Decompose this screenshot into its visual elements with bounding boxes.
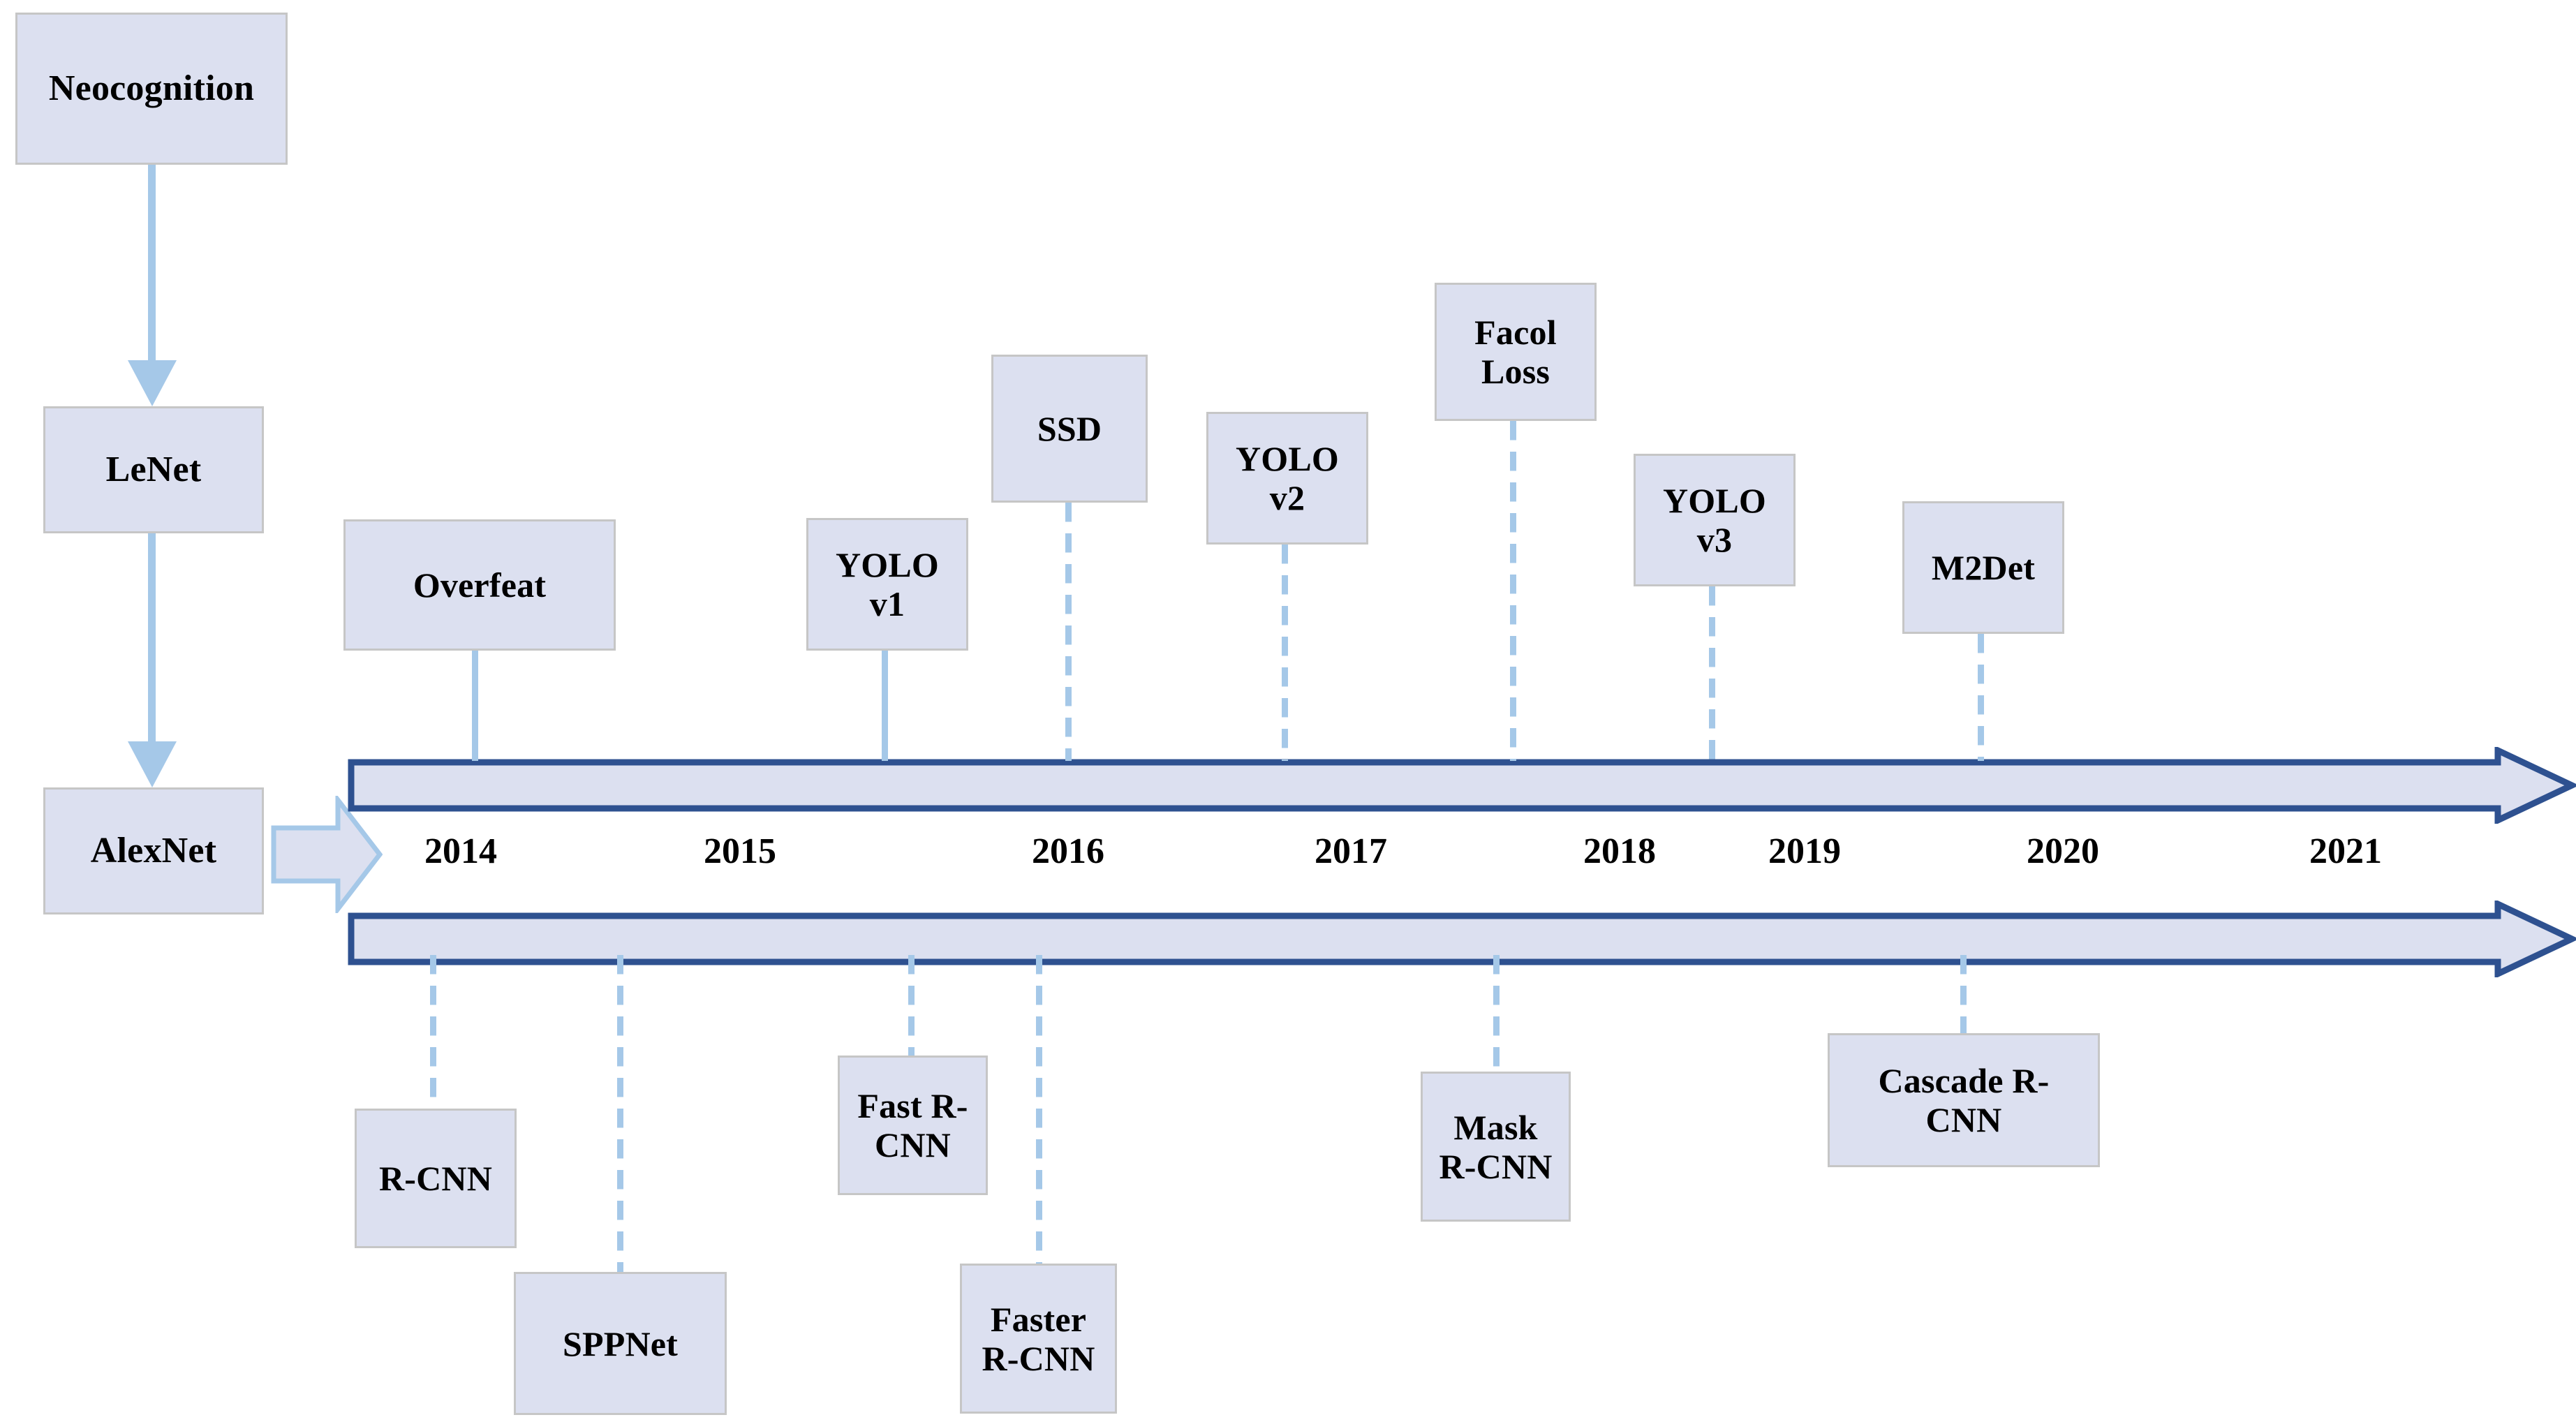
arrow-stem-lenet-alexnet (148, 533, 156, 746)
connector-r-cnn (430, 955, 436, 1110)
node-alexnet[interactable]: AlexNet (43, 787, 264, 914)
connector-yolo-v1 (882, 651, 888, 761)
timeline-lower-arrow (348, 901, 2576, 977)
node-mask-r-cnn[interactable]: Mask R-CNN (1421, 1072, 1571, 1222)
arrow-alexnet-to-timeline (271, 796, 383, 913)
node-fast-r-cnn[interactable]: Fast R- CNN (838, 1056, 988, 1195)
connector-facol-loss (1510, 421, 1516, 761)
arrow-head-lenet-alexnet (128, 741, 177, 787)
arrow-head-neocognition-lenet (128, 360, 177, 406)
year-label-2016: 2016 (1032, 831, 1104, 871)
connector-mask-r-cnn (1493, 955, 1500, 1074)
node-yolo-v3[interactable]: YOLO v3 (1634, 454, 1796, 586)
connector-overfeat (472, 651, 478, 761)
year-label-2017: 2017 (1315, 831, 1387, 871)
node-ssd[interactable]: SSD (991, 355, 1148, 503)
connector-cascade-r-cnn (1960, 955, 1967, 1035)
node-lenet[interactable]: LeNet (43, 406, 264, 533)
connector-fast-r-cnn (908, 955, 915, 1057)
arrow-stem-neocognition-lenet (148, 165, 156, 364)
year-label-2014: 2014 (424, 831, 497, 871)
connector-sppnet (617, 955, 623, 1273)
node-m2det[interactable]: M2Det (1902, 501, 2064, 634)
year-label-2015: 2015 (704, 831, 776, 871)
node-yolo-v2[interactable]: YOLO v2 (1206, 412, 1368, 545)
node-overfeat[interactable]: Overfeat (343, 519, 616, 651)
connector-yolo-v3 (1709, 586, 1715, 761)
node-cascade-r-cnn[interactable]: Cascade R- CNN (1828, 1033, 2100, 1167)
year-label-2019: 2019 (1768, 831, 1841, 871)
node-r-cnn[interactable]: R-CNN (355, 1109, 517, 1248)
year-label-2021: 2021 (2309, 831, 2382, 871)
connector-faster-r-cnn (1036, 955, 1042, 1265)
year-label-2020: 2020 (2027, 831, 2099, 871)
timeline-upper-arrow (348, 747, 2576, 824)
connector-yolo-v2 (1282, 545, 1288, 761)
node-sppnet[interactable]: SPPNet (514, 1272, 727, 1415)
node-faster-r-cnn[interactable]: Faster R-CNN (960, 1264, 1117, 1414)
node-yolo-v1[interactable]: YOLO v1 (806, 518, 968, 651)
year-label-2018: 2018 (1583, 831, 1656, 871)
node-neocognition[interactable]: Neocognition (15, 13, 288, 165)
connector-m2det (1978, 634, 1984, 761)
node-facol-loss[interactable]: Facol Loss (1435, 283, 1597, 421)
connector-ssd (1065, 503, 1072, 761)
